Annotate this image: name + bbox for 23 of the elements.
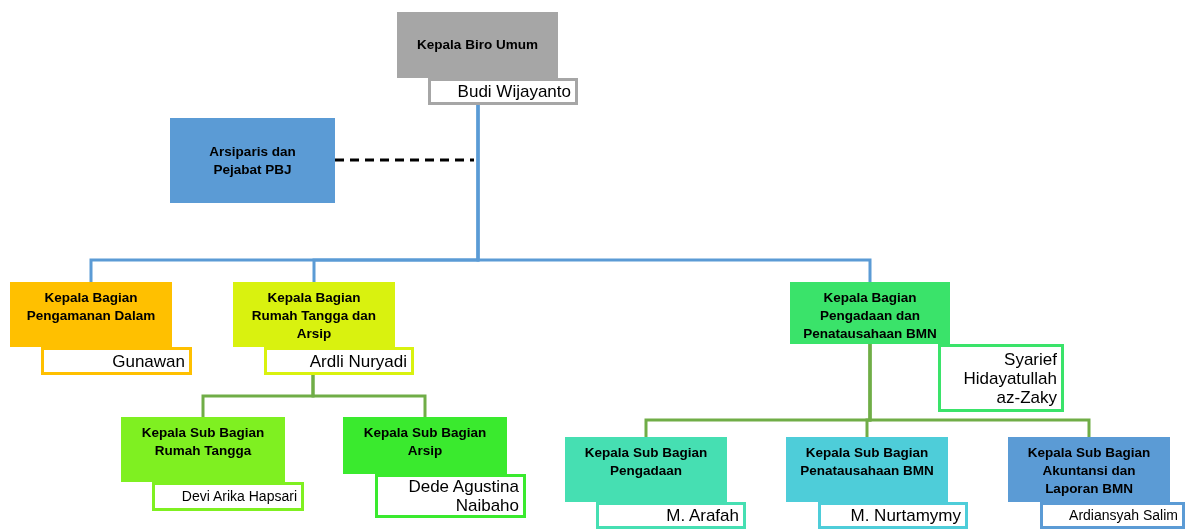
position-box: Kepala Sub Bagian Arsip (343, 417, 507, 474)
name-box: M. Arafah (596, 502, 746, 529)
name-box: Ardiansyah Salim (1040, 502, 1185, 529)
position-box: Kepala Bagian Pengadaan dan Penatausahaan BMN (790, 282, 950, 344)
connector-line (476, 105, 872, 282)
name-box: M. Nurtamymy (818, 502, 968, 529)
position-box: Arsiparis dan Pejabat PBJ (170, 118, 335, 203)
position-box: Kepala Bagian Rumah Tangga dan Arsip (233, 282, 395, 347)
name-box: Budi Wijayanto (428, 78, 578, 105)
name-box: Ardli Nuryadi (264, 347, 414, 375)
position-box: Kepala Sub Bagian Pengadaan (565, 437, 727, 502)
position-box: Kepala Sub Bagian Rumah Tangga (121, 417, 285, 482)
position-box: Kepala Sub Bagian Akuntansi dan Laporan BMN (1008, 437, 1170, 502)
position-box: Kepala Sub Bagian Penatausahaan BMN (786, 437, 948, 502)
position-box: Kepala Biro Umum (397, 12, 558, 78)
name-box: Dede Agustina Naibaho (375, 474, 526, 518)
position-box: Kepala Bagian Pengamanan Dalam (10, 282, 172, 347)
connector-line (335, 158, 474, 162)
name-box: Gunawan (41, 347, 192, 375)
connector-line (311, 375, 427, 417)
name-box: Devi Arika Hapsari (152, 482, 304, 511)
connector-line (868, 344, 1091, 437)
name-box: Syarief Hidayatullah az-Zaky (938, 344, 1064, 412)
